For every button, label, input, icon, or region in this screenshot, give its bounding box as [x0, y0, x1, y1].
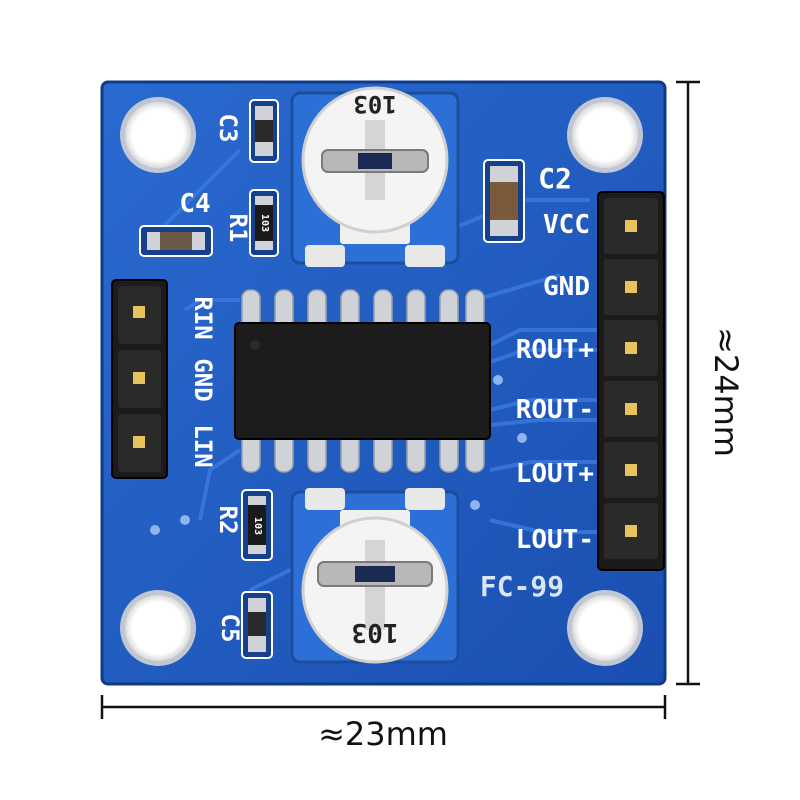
label-rout-plus: ROUT+ [516, 335, 594, 365]
smd-capacitor-c2 [483, 159, 525, 243]
potentiometer-bottom: 103 [290, 488, 460, 664]
right-header [597, 191, 665, 571]
r2-code: 103 [252, 517, 263, 535]
width-dimension-line [100, 695, 667, 719]
label-left-gnd: GND [189, 358, 217, 401]
label-lout-plus: LOUT+ [516, 459, 594, 489]
smd-capacitor-c4 [139, 225, 213, 257]
pot-top-label: 103 [353, 90, 396, 118]
label-right-gnd: GND [543, 272, 590, 302]
ic-pins-top [241, 289, 485, 333]
smd-capacitor-c5 [241, 591, 273, 659]
label-rin: RIN [189, 296, 217, 339]
label-c4: C4 [179, 189, 210, 219]
label-c5: C5 [216, 614, 244, 643]
mounting-holes [120, 97, 643, 666]
label-rout-minus: ROUT- [516, 395, 594, 425]
pot-bottom-label: 103 [352, 617, 399, 647]
right-pin-1 [625, 220, 637, 232]
right-pin-6 [625, 525, 637, 537]
label-vcc: VCC [543, 210, 590, 240]
potentiometer-top: 103 [290, 86, 460, 267]
label-r2: R2 [214, 506, 242, 535]
label-r1: R1 [224, 214, 252, 243]
r1-code: 103 [259, 214, 270, 232]
right-pin-3 [625, 342, 637, 354]
left-pin-2 [133, 372, 145, 384]
ic-chip [234, 289, 491, 473]
label-model: FC-99 [480, 570, 564, 603]
right-pin-5 [625, 464, 637, 476]
left-pin-1 [133, 306, 145, 318]
left-header [111, 279, 168, 479]
label-lout-minus: LOUT- [516, 525, 594, 555]
width-dimension-label: ≈23mm [318, 715, 448, 753]
smd-resistor-r1: 103 [249, 189, 279, 257]
smd-resistor-r2: 103 [241, 489, 273, 561]
smd-capacitor-c3 [249, 99, 279, 163]
right-pin-2 [625, 281, 637, 293]
right-pin-4 [625, 403, 637, 415]
label-c2: C2 [538, 162, 572, 195]
height-dimension-label: ≈24mm [707, 327, 745, 457]
height-dimension-line [676, 80, 700, 686]
label-c3: C3 [214, 114, 242, 143]
ic-pins-bottom [241, 429, 485, 473]
left-pin-3 [133, 436, 145, 448]
label-lin: LIN [189, 424, 217, 467]
ic-body [234, 322, 491, 440]
